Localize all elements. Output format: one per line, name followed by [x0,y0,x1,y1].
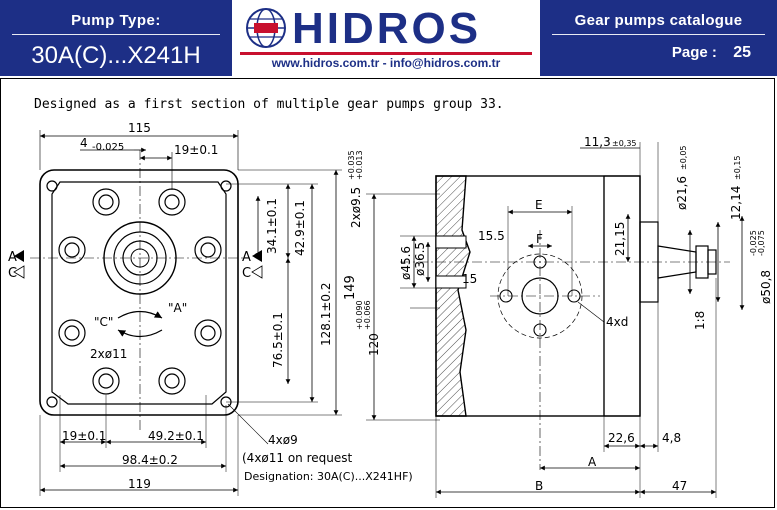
description-text: Designed as a first section of multiple … [34,97,504,112]
dim-12-14: 12,14 [729,186,743,220]
catalogue-panel: Gear pumps catalogue Page : 25 [540,0,777,76]
pump-type-panel: Pump Type: 30A(C)...X241H [0,0,232,76]
dim-2x9-tol-up: +0.035 [347,150,356,180]
dim-47: 47 [672,479,687,493]
front-bolts [46,180,232,408]
section-a-right: A [242,250,251,265]
front-view-labels: 115 4 -0.025 19±0.1 34.1±0.1 42.9±0.1 12… [8,121,413,491]
dim-19-top: 19±0.1 [174,143,218,157]
brand-contact: www.hidros.com.tr - info@hidros.com.tr [271,56,501,70]
dim-98: 98.4±0.2 [122,453,178,467]
dim-15-5: 15.5 [478,229,505,243]
dim-49: 49.2±0.1 [148,429,204,443]
label-a: A [588,455,597,469]
side-view [366,142,745,498]
front-view [13,130,342,496]
dim-11-3-tol: ±0,35 [612,139,637,148]
front-inner-outline [51,181,227,405]
dim-76: 76.5±0.1 [271,312,285,368]
dim-11-3: 11,3 [584,135,611,149]
dim-42: 42.9±0.1 [293,200,307,256]
flange-section [435,175,471,417]
pump-type-label: Pump Type: [71,12,161,29]
dim-4-8: 4,8 [662,431,681,445]
brand-banner: HIDROS www.hidros.com.tr - info@hidros.c… [232,0,540,76]
dim-4: 4 [80,136,88,150]
label-b: B [535,479,543,493]
label-f: F [536,232,543,246]
rotation-a: "A" [168,301,187,315]
dim-119: 119 [128,477,151,491]
dim-50-8: ø50,8 [759,270,773,304]
divider [12,34,220,35]
dim-34: 34.1±0.1 [265,198,279,254]
rotation-c: "C" [94,315,113,329]
section-c-right: C [242,266,251,281]
dim-128: 128.1±0.2 [319,283,333,347]
side-view-labels: 2xø9.5 +0.035 +0.013 ø45.6 ø36.5 120 +0.… [347,135,773,493]
catalogue-label: Gear pumps catalogue [574,12,743,29]
dim-15: 15 [462,272,477,286]
front-body-outline [39,169,239,416]
dim-36: ø36.5 [413,242,427,276]
drawing-frame [0,78,775,508]
dim-149: 149 [343,275,358,300]
pump-type-value: 30A(C)...X241H [31,42,201,69]
dim-120: 120 [367,333,381,356]
divider [552,34,765,35]
dim-2x9-tol-lo: +0.013 [355,150,364,180]
dim-12-14-tol: ±0,15 [733,155,742,180]
dim-120-tol-up: +0.090 [355,300,364,330]
label-e: E [535,198,543,212]
ports-2x11: 2xø11 [90,347,127,361]
dim-45: ø45.6 [399,246,413,280]
dim-21-15: 21,15 [613,222,627,256]
holes-4xd: 4xd [606,315,628,329]
dim-22-6: 22,6 [608,431,635,445]
holes-note: (4xø11 on request [242,451,353,465]
dim-115: 115 [128,121,151,135]
page-label: Page : [671,44,717,61]
dim-21-6: ø21,6 [675,176,689,210]
dim-50-8-tol-lo: -0,075 [757,230,766,256]
section-a-left: A [8,250,17,265]
dim-50-8-tol-up: -0,025 [749,230,758,256]
globe-logo-icon [246,8,286,48]
dim-120-tol-lo: +0.066 [363,300,372,330]
dim-19-bottom: 19±0.1 [62,429,106,443]
dim-2x9: 2xø9.5 [349,187,363,228]
dim-4-tol: -0.025 [92,142,124,153]
dim-21-6-tol: ±0,05 [679,145,688,170]
page-number: 25 [733,44,751,61]
section-c-left: C [8,266,17,281]
holes-4x9: 4xø9 [268,433,298,447]
brand-name: HIDROS [292,4,482,53]
page-indicator: Page : 25 [540,44,777,62]
taper-1-8: 1:8 [693,311,707,330]
brand-rule [240,52,532,55]
designation: Designation: 30A(C)...X241HF) [244,470,413,483]
